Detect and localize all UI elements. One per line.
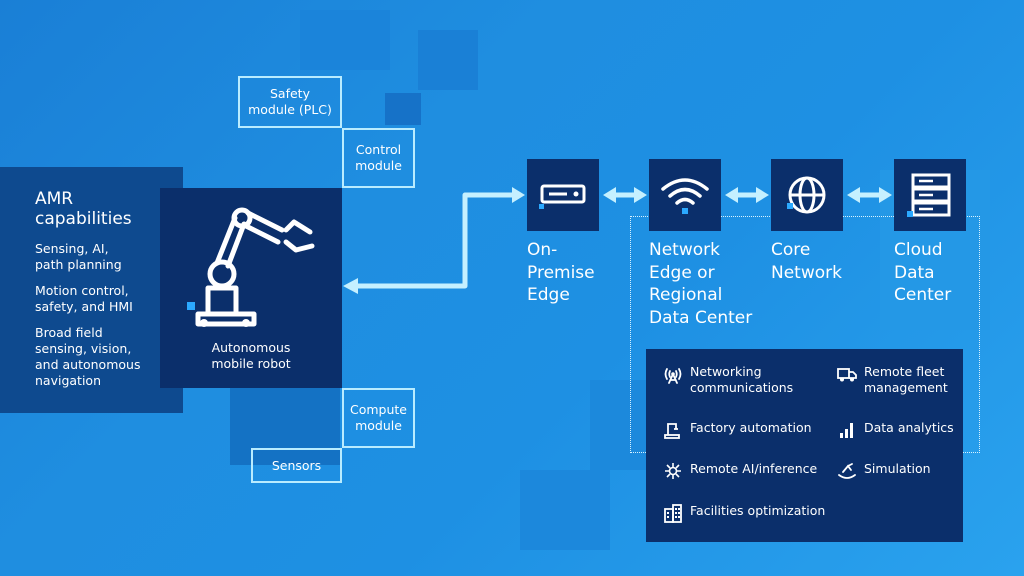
building-icon bbox=[664, 504, 682, 523]
node-label-line: Cloud bbox=[894, 240, 943, 260]
antenna-icon bbox=[664, 368, 682, 384]
bg-tile bbox=[520, 470, 610, 550]
node-label-line: Edge bbox=[527, 285, 570, 305]
robot-box: Autonomous mobile robot bbox=[160, 188, 342, 388]
arrow-head bbox=[512, 187, 525, 203]
capability-line: Sensing, AI, bbox=[35, 241, 109, 256]
service-label: Simulation bbox=[864, 461, 931, 476]
service-item-networking: Networking communications bbox=[662, 364, 793, 396]
dotted-bracket-bottom bbox=[963, 452, 980, 453]
arrow-head bbox=[343, 278, 358, 294]
capability-line: Motion control, bbox=[35, 283, 129, 298]
title-line: AMR bbox=[35, 189, 74, 209]
capability-item: Sensing, AI, path planning bbox=[35, 241, 183, 273]
module-label: Control bbox=[355, 142, 402, 157]
arrow-head bbox=[634, 187, 647, 203]
service-label: Remote AI/inference bbox=[690, 461, 818, 476]
service-label: Remote fleet bbox=[864, 364, 945, 379]
truck-icon bbox=[837, 368, 857, 382]
node-label-line: Edge or bbox=[649, 262, 715, 283]
bg-tile bbox=[590, 380, 650, 470]
network-edge-node bbox=[649, 159, 721, 231]
on-premise-edge-node bbox=[527, 159, 599, 231]
node-label-cloud-data-center: Cloud Data Center bbox=[894, 239, 951, 307]
server-rack-icon bbox=[907, 173, 951, 217]
node-label-line: Premise bbox=[527, 262, 595, 283]
node-label-line: On- bbox=[527, 240, 558, 260]
bg-tile bbox=[418, 30, 478, 90]
node-label-on-premise-edge: On- Premise Edge bbox=[527, 239, 595, 307]
service-item-remote-ai: Remote AI/inference bbox=[662, 461, 817, 481]
ai-brain-icon bbox=[665, 463, 681, 479]
service-label: Factory automation bbox=[690, 420, 812, 435]
safety-module-box: Safety module (PLC) bbox=[238, 76, 342, 128]
node-label-network-edge: Network Edge or Regional Data Center bbox=[649, 239, 752, 329]
module-label: Safety bbox=[270, 86, 310, 101]
module-label: module (PLC) bbox=[248, 102, 332, 117]
service-item-simulation: Simulation bbox=[836, 461, 931, 481]
services-panel: Networking communications Remote fleet m… bbox=[646, 349, 963, 542]
amr-capabilities-panel: AMR capabilities Sensing, AI, path plann… bbox=[0, 167, 183, 413]
robot-label-line: Autonomous bbox=[211, 340, 291, 355]
module-label: module bbox=[355, 158, 402, 173]
bar-chart-icon bbox=[840, 423, 853, 438]
factory-arm-icon bbox=[664, 423, 680, 439]
service-label: management bbox=[864, 380, 948, 395]
bg-tile bbox=[230, 385, 340, 465]
amr-capabilities-title: AMR capabilities bbox=[35, 189, 183, 229]
control-module-box: Control module bbox=[342, 128, 415, 188]
node-label-line: Network bbox=[649, 240, 720, 260]
title-line: capabilities bbox=[35, 209, 132, 229]
dotted-bracket-bottom bbox=[630, 452, 646, 453]
node-label-line: Data bbox=[894, 262, 935, 283]
capability-line: navigation bbox=[35, 373, 101, 388]
module-label: module bbox=[355, 418, 402, 433]
wifi-icon bbox=[661, 178, 709, 214]
arrow-head bbox=[725, 187, 738, 203]
capability-line: sensing, vision, bbox=[35, 341, 132, 356]
node-label-line: Regional bbox=[649, 285, 723, 305]
globe-icon bbox=[787, 176, 826, 214]
service-label: Networking bbox=[690, 364, 762, 379]
arrow-head bbox=[756, 187, 769, 203]
service-item-data-analytics: Data analytics bbox=[836, 420, 954, 440]
core-network-node bbox=[771, 159, 843, 231]
arrow-head bbox=[847, 187, 860, 203]
node-label-line: Core bbox=[771, 240, 811, 260]
robot-to-edge-connector bbox=[356, 192, 520, 289]
capability-line: path planning bbox=[35, 257, 122, 272]
capability-item: Broad field sensing, vision, and autonom… bbox=[35, 325, 183, 389]
service-label: Data analytics bbox=[864, 420, 954, 435]
service-label: Facilities optimization bbox=[690, 503, 826, 518]
service-label: communications bbox=[690, 380, 794, 395]
module-label: Compute bbox=[349, 402, 407, 417]
robot-arm-icon bbox=[187, 207, 315, 327]
sensors-box: Sensors bbox=[251, 448, 342, 483]
node-label-line: Center bbox=[894, 285, 952, 305]
node-label-core-network: Core Network bbox=[771, 239, 842, 284]
cloud-data-center-node bbox=[894, 159, 966, 231]
node-label-line: Data Center bbox=[649, 307, 753, 328]
service-item-fleet: Remote fleet management bbox=[836, 364, 948, 396]
capability-line: safety, and HMI bbox=[35, 299, 133, 314]
bg-tile bbox=[300, 10, 390, 70]
module-label: Sensors bbox=[271, 457, 322, 473]
bg-tile bbox=[385, 93, 421, 125]
compute-module-box: Compute module bbox=[342, 388, 415, 448]
service-item-facilities: Facilities optimization bbox=[662, 503, 825, 523]
robot-label-line: mobile robot bbox=[211, 356, 291, 371]
edge-server-icon bbox=[539, 184, 586, 209]
node-label-line: Network bbox=[771, 262, 842, 283]
capability-item: Motion control, safety, and HMI bbox=[35, 283, 183, 315]
arrow-head bbox=[603, 187, 616, 203]
capability-line: and autonomous bbox=[35, 357, 141, 372]
robot-label: Autonomous mobile robot bbox=[160, 340, 342, 372]
capability-line: Broad field bbox=[35, 325, 103, 340]
service-item-factory-automation: Factory automation bbox=[662, 420, 812, 440]
simulation-icon bbox=[838, 463, 856, 479]
